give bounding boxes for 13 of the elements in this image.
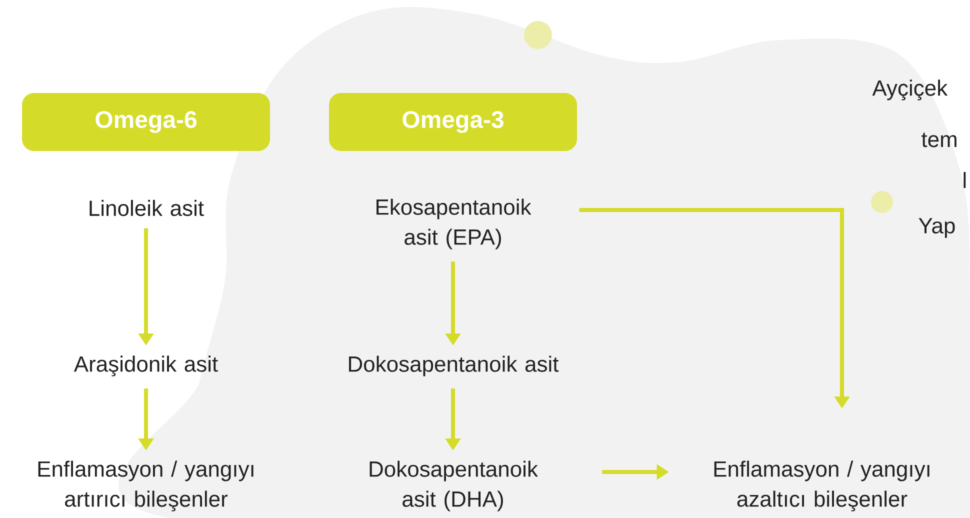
cut-off-text: Ayçiçek: [872, 80, 948, 100]
cut-off-text: l: [964, 172, 966, 188]
cut-off-text: Yap: [918, 218, 955, 238]
node-text: Dokosapentanoik asit: [349, 356, 559, 376]
node-text: Dokosapentanoik asit (DHA): [370, 460, 538, 512]
cut-off-text: tem: [922, 132, 956, 148]
header-box: Omega-6: [22, 93, 270, 151]
node-text: Enflamasyon / yangıyı azaltıcı bileşenler: [714, 460, 930, 512]
header-box: Omega-3: [329, 93, 577, 151]
node-text: Araşidonik asit: [74, 356, 218, 376]
node-text: Ekosapentanoik asit (EPA): [376, 198, 532, 250]
node-text: Linoleik asit: [90, 200, 204, 216]
node-text: Enflamasyon / yangıyı artırıcı bileşenler: [38, 460, 254, 512]
